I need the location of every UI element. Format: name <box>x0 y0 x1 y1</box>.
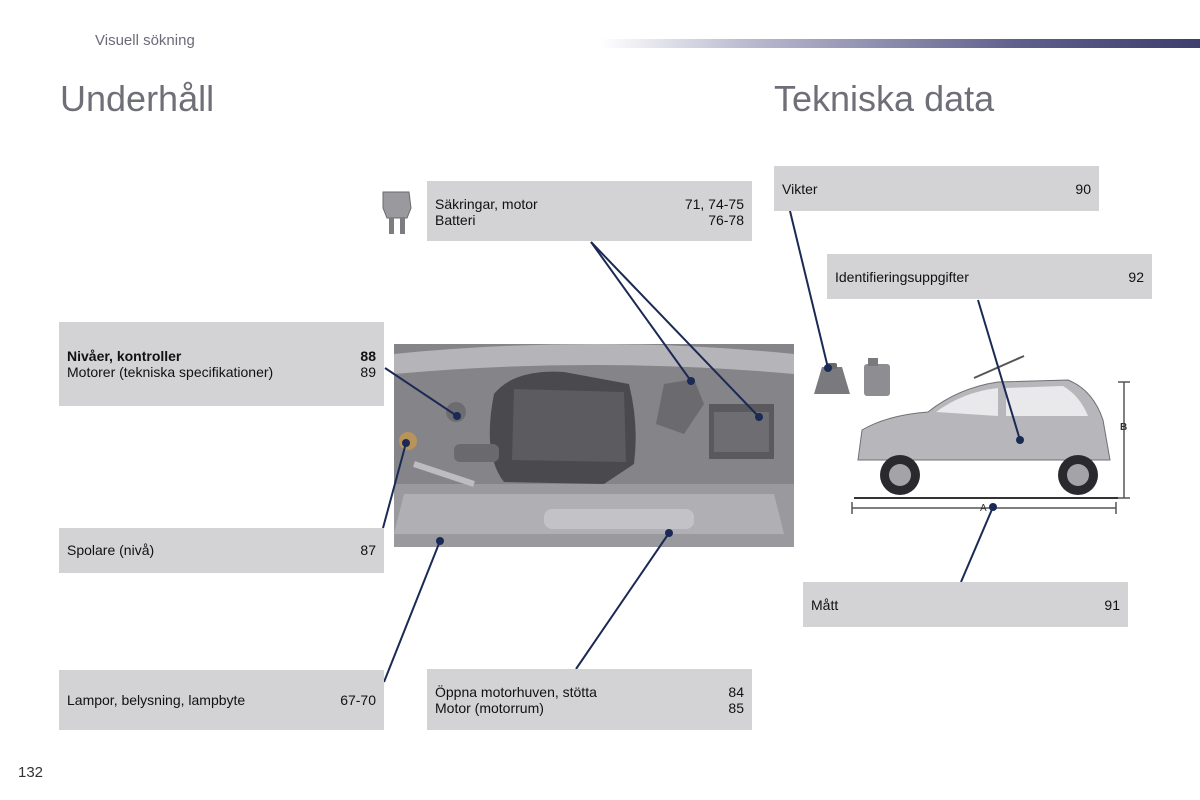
section-title-maintenance: Underhåll <box>60 78 215 119</box>
car-illustration: A B <box>848 350 1138 520</box>
identification-label: Identifieringsuppgifter <box>835 269 969 285</box>
fuses-page: 71, 74-75 <box>684 196 744 212</box>
fuse-icon <box>381 188 413 238</box>
battery-page: 76-78 <box>708 212 744 228</box>
lamps-label: Lampor, belysning, lampbyte <box>67 692 246 708</box>
lamps-page: 67-70 <box>340 692 376 708</box>
weights-label: Vikter <box>782 181 818 197</box>
dimension-label-b: B <box>1120 422 1127 433</box>
engine-compartment-page: 85 <box>728 700 744 716</box>
washer-level-box[interactable]: Spolare (nivå) 87 <box>59 528 384 573</box>
bonnet-page: 84 <box>728 684 744 700</box>
weights-page: 90 <box>1075 181 1091 197</box>
washer-label: Spolare (nivå) <box>67 542 155 558</box>
identification-page: 92 <box>1128 269 1144 285</box>
levels-checks-box[interactable]: Nivåer, kontroller 88 Motorer (tekniska … <box>59 322 384 406</box>
breadcrumb: Visuell sökning <box>95 32 195 49</box>
dimensions-label: Mått <box>811 597 839 613</box>
identification-box[interactable]: Identifieringsuppgifter 92 <box>827 254 1152 299</box>
engines-page: 89 <box>360 364 376 380</box>
bonnet-label: Öppna motorhuven, stötta <box>435 684 597 700</box>
engine-compartment-label: Motor (motorrum) <box>435 700 544 716</box>
battery-label: Batteri <box>435 212 476 228</box>
page-number: 132 <box>18 764 44 781</box>
engine-bay-illustration <box>394 344 794 547</box>
weights-box[interactable]: Vikter 90 <box>774 166 1099 211</box>
dimensions-box[interactable]: Mått 91 <box>803 582 1128 627</box>
fuel-can-icon <box>860 356 894 398</box>
levels-label: Nivåer, kontroller <box>67 348 182 364</box>
fuses-battery-box[interactable]: Säkringar, motor 71, 74-75 Batteri 76-78 <box>427 181 752 241</box>
dimensions-page: 91 <box>1104 597 1120 613</box>
header-gradient-bar <box>600 39 1200 48</box>
bonnet-engine-box[interactable]: Öppna motorhuven, stötta 84 Motor (motor… <box>427 669 752 730</box>
fuses-label: Säkringar, motor <box>435 196 538 212</box>
washer-page: 87 <box>360 542 376 558</box>
dimension-label-a: A <box>980 503 987 514</box>
engines-label: Motorer (tekniska specifikationer) <box>67 364 274 380</box>
levels-page: 88 <box>360 348 376 364</box>
section-title-technical-data: Tekniska data <box>774 78 995 119</box>
lamps-box[interactable]: Lampor, belysning, lampbyte 67-70 <box>59 670 384 730</box>
